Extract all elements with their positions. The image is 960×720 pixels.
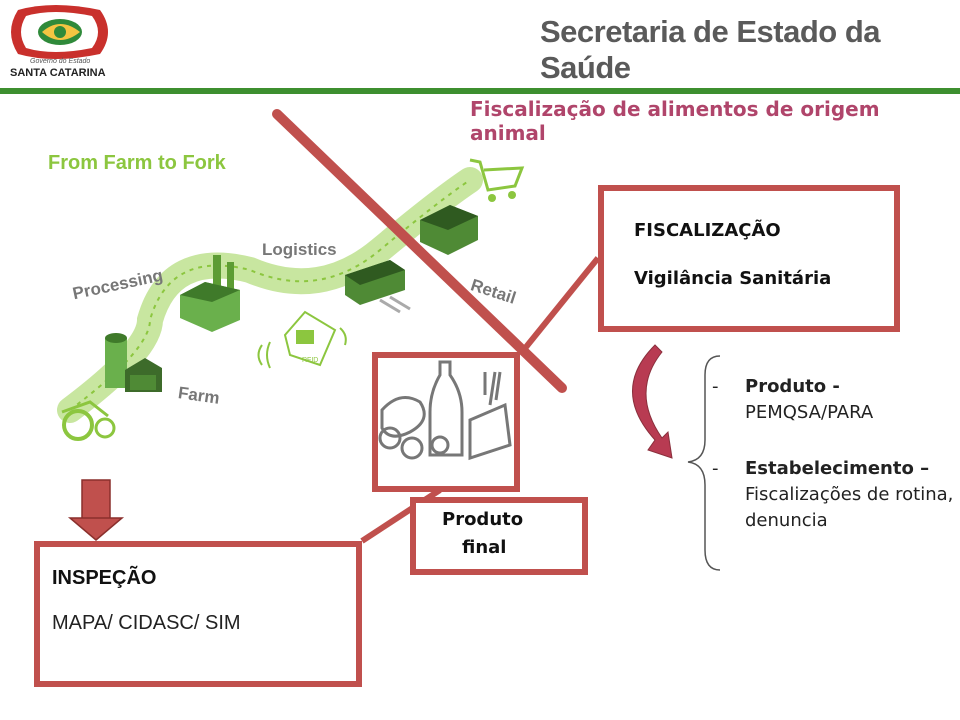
product-image-frame (372, 352, 520, 492)
produto-final-line2: final (462, 537, 507, 558)
fiscalizacao-title: FISCALIZAÇÃO (634, 220, 781, 241)
tractor-icon (61, 400, 116, 441)
barn-icon (125, 358, 162, 392)
slide-subtitle: Fiscalização de alimentos de origem anim… (470, 97, 880, 145)
silo-icon (105, 333, 127, 388)
item-bold: Estabelecimento – (745, 458, 930, 479)
list-item: - Estabelecimento – Fiscalizações de rot… (712, 456, 960, 534)
curved-arrow-icon (632, 344, 673, 459)
header (0, 0, 960, 90)
farm-to-fork-heading: From Farm to Fork (48, 152, 226, 174)
path-dash-shape (69, 179, 471, 411)
down-arrow-icon (67, 479, 125, 541)
connector-fiscalizacao (519, 256, 601, 354)
gov-label: Governo do Estado (30, 58, 91, 65)
item-rest: PEMQSA/PARA (745, 402, 874, 423)
diagonal-strike-line (272, 109, 567, 393)
produto-final-label: Produto final (420, 506, 580, 562)
state-logo-icon (11, 5, 108, 59)
shopping-cart-icon (469, 158, 525, 202)
rfid-label: RFID (302, 357, 318, 364)
page-title: Secretaria de Estado da Saúde (540, 14, 881, 85)
food-products-icon (378, 360, 512, 461)
truck-icon (345, 260, 411, 314)
list-item: - Produto - PEMQSA/PARA (712, 374, 960, 426)
bracket-shape (687, 355, 721, 571)
factory-icon (180, 255, 240, 332)
fiscalizacao-box (598, 185, 900, 332)
item-bold: Produto - (745, 376, 840, 397)
item-rest: Fiscalizações de rotina, denuncia (745, 484, 954, 531)
store-icon (420, 205, 478, 255)
stage-logistics: Logistics (262, 240, 337, 259)
inspecao-box (34, 541, 362, 687)
inspecao-title: INSPEÇÃO (52, 567, 157, 589)
state-name: SANTA CATARINA (10, 67, 106, 79)
list-dash: - (712, 376, 719, 397)
header-divider (0, 88, 960, 94)
list-dash: - (712, 458, 719, 479)
inspecao-subtitle: MAPA/ CIDASC/ SIM (52, 612, 241, 634)
produto-final-line1: Produto (442, 509, 524, 530)
rfid-tag-icon (257, 310, 347, 369)
produto-final-box (410, 497, 588, 575)
fiscalizacao-subtitle: Vigilância Sanitária (634, 268, 832, 289)
